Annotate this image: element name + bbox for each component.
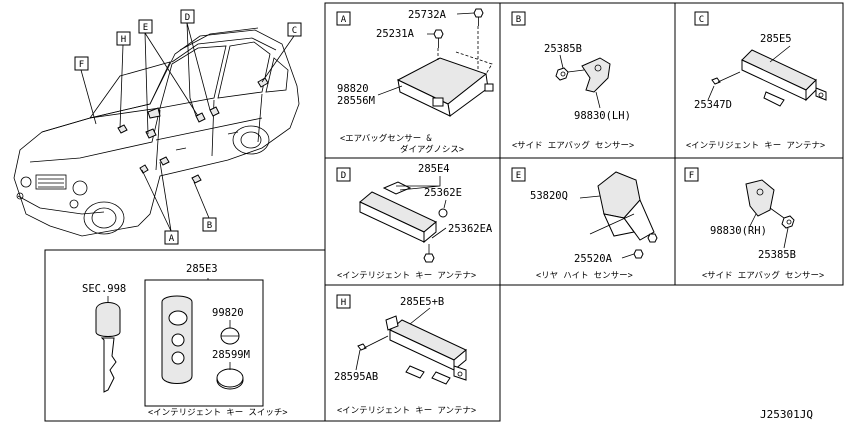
part-28556m: 28556M — [337, 95, 375, 107]
part-25520a: 25520A — [574, 253, 613, 265]
panel-d: D 285E4 25362E 25362EA <インテリジェント キー アンテナ… — [336, 163, 493, 281]
panel-frames — [44, 2, 844, 422]
panel-a-caption-1: <エアバッグセンサー & — [340, 133, 432, 144]
panel-c-letter: C — [699, 15, 704, 25]
diagram-code: J25301JQ — [760, 408, 813, 421]
callout-d: D — [185, 13, 190, 23]
panel-h: H 285E5+B 28595AB <インテリジェント キー アンテナ> — [334, 294, 476, 416]
part-25385b: 25385B — [544, 43, 582, 55]
callout-e: E — [143, 23, 148, 33]
part-25362e: 25362E — [424, 187, 462, 199]
vehicle-overview: F H E D C B A — [13, 9, 302, 245]
part-25385b-f: 25385B — [758, 249, 796, 261]
part-98820: 98820 — [337, 83, 369, 95]
panel-h-caption: <インテリジェント キー アンテナ> — [337, 406, 476, 416]
panel-b: B 25385B 98830(LH) <サイド エアバッグ センサー> — [511, 11, 634, 151]
keys-panel: SEC.998 285E3 99820 28599M <インテリジェント キー … — [82, 263, 287, 418]
panel-f-caption: <サイド エアバッグ センサー> — [702, 270, 824, 281]
part-25347d: 25347D — [694, 99, 732, 111]
panel-e: E 53820Q 25520A <リヤ ハイト センサー> — [511, 167, 658, 281]
part-99820: 99820 — [212, 307, 244, 319]
sec-998-label: SEC.998 — [82, 283, 126, 295]
part-25231a: 25231A — [376, 28, 415, 40]
part-98830-lh: 98830(LH) — [574, 110, 631, 122]
part-285e5-b: 285E5+B — [400, 296, 444, 308]
panel-f: F 98830(RH) 25385B <サイド エアバッグ センサー> — [684, 167, 824, 281]
panel-e-letter: E — [516, 171, 521, 181]
panel-a: A 25732A 25231A 98820 28556M <エアバッグセンサー … — [336, 8, 494, 155]
part-285e3: 285E3 — [186, 263, 218, 275]
panel-h-letter: H — [341, 298, 346, 308]
part-53820q: 53820Q — [530, 190, 568, 202]
keys-caption: <インテリジェント キー スイッチ> — [148, 408, 287, 418]
part-285e4: 285E4 — [418, 163, 450, 175]
part-25362ea: 25362EA — [448, 223, 493, 235]
callout-b: B — [207, 221, 212, 231]
callout-f: F — [79, 60, 84, 70]
panel-b-letter: B — [516, 15, 521, 25]
panel-c: C 285E5 25347D <インテリジェント キー アンテナ> — [686, 11, 827, 151]
panel-a-caption-2: ダイアグノシス> — [400, 144, 464, 155]
panel-f-letter: F — [689, 171, 694, 181]
part-285e5: 285E5 — [760, 33, 792, 45]
callout-a: A — [169, 234, 175, 244]
part-28595ab: 28595AB — [334, 371, 378, 383]
panel-e-caption: <リヤ ハイト センサー> — [536, 271, 633, 281]
callout-c: C — [292, 26, 297, 36]
panel-d-caption: <インテリジェント キー アンテナ> — [337, 271, 476, 281]
panel-a-letter: A — [341, 15, 347, 25]
panel-d-letter: D — [341, 171, 346, 181]
part-25732a: 25732A — [408, 9, 447, 21]
panel-c-caption: <インテリジェント キー アンテナ> — [686, 141, 825, 151]
part-98830-rh: 98830(RH) — [710, 225, 767, 237]
panel-b-caption: <サイド エアバッグ センサー> — [512, 140, 634, 151]
part-28599m: 28599M — [212, 349, 250, 361]
callout-h: H — [121, 35, 126, 45]
